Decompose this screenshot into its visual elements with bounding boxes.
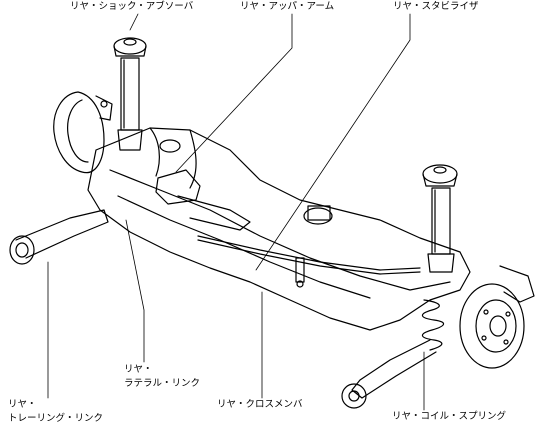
right-shock-absorber bbox=[422, 164, 458, 273]
stabilizer-bar bbox=[197, 235, 421, 288]
upper-arm bbox=[155, 169, 251, 231]
label-rear-lateral-link-line1: リヤ・ bbox=[124, 364, 153, 375]
left-trailing-link bbox=[9, 209, 109, 265]
leader-lateral-link bbox=[125, 219, 145, 363]
crossmember-body bbox=[87, 127, 471, 331]
label-rear-coil-spring: リヤ・コイル・スプリング bbox=[392, 411, 507, 422]
label-rear-shock-absorber: リヤ・ショック・アブソーバ bbox=[70, 1, 194, 12]
label-rear-trailing-link-line2: トレーリング・リンク bbox=[8, 413, 104, 424]
leader-lines bbox=[47, 13, 425, 411]
right-trailing-link bbox=[341, 339, 437, 409]
right-brake-disc bbox=[459, 265, 535, 369]
left-knuckle bbox=[53, 91, 113, 174]
label-rear-trailing-link-line1: リヤ・ bbox=[8, 399, 37, 410]
right-coil-spring bbox=[421, 299, 445, 351]
label-rear-crossmember: リヤ・クロスメンバ bbox=[217, 399, 303, 410]
leader-shock bbox=[129, 13, 139, 31]
label-rear-lateral-link-line2: ラテラル・リンク bbox=[124, 378, 201, 389]
label-rear-stabilizer: リヤ・スタビライザ bbox=[393, 1, 479, 12]
label-rear-upper-arm: リヤ・アッパ・アーム bbox=[240, 1, 335, 12]
leader-upper-arm bbox=[175, 13, 293, 173]
left-shock-absorber bbox=[113, 37, 147, 151]
leader-stabilizer bbox=[255, 13, 411, 271]
